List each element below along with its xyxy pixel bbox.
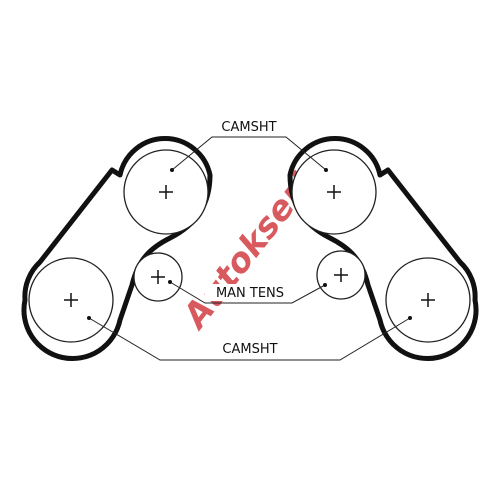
leader-camshaft-bottom xyxy=(88,317,411,361)
leader-dot xyxy=(87,316,91,320)
leader-tensioner xyxy=(169,281,326,304)
centre-mark-lower-left xyxy=(64,293,78,307)
centre-mark-camshaft-left xyxy=(159,185,173,199)
leader-dot xyxy=(170,168,174,172)
centre-mark-lower-right xyxy=(421,293,435,307)
label-bg-tensioner xyxy=(205,284,295,301)
leader-camshaft-top xyxy=(171,136,327,171)
label-tensioner: MAN TENS xyxy=(216,286,284,301)
leader-lines xyxy=(88,136,411,361)
label-camshaft-top: CAMSHT xyxy=(221,120,276,135)
leader-dots xyxy=(87,168,412,320)
label-camshaft-bottom: CAMSHT xyxy=(222,342,277,357)
leader-dot xyxy=(408,316,412,320)
centre-mark-tensioner-right xyxy=(334,268,348,282)
leader-dot xyxy=(324,168,328,172)
label-bg-camshaft-top xyxy=(208,117,290,135)
leader-dot xyxy=(323,283,327,287)
label-bg-camshaft-bottom xyxy=(208,340,292,357)
leader-dot xyxy=(168,280,172,284)
pulley-centres xyxy=(64,185,435,307)
centre-mark-tensioner-left xyxy=(151,270,165,284)
centre-mark-camshaft-right xyxy=(327,185,341,199)
